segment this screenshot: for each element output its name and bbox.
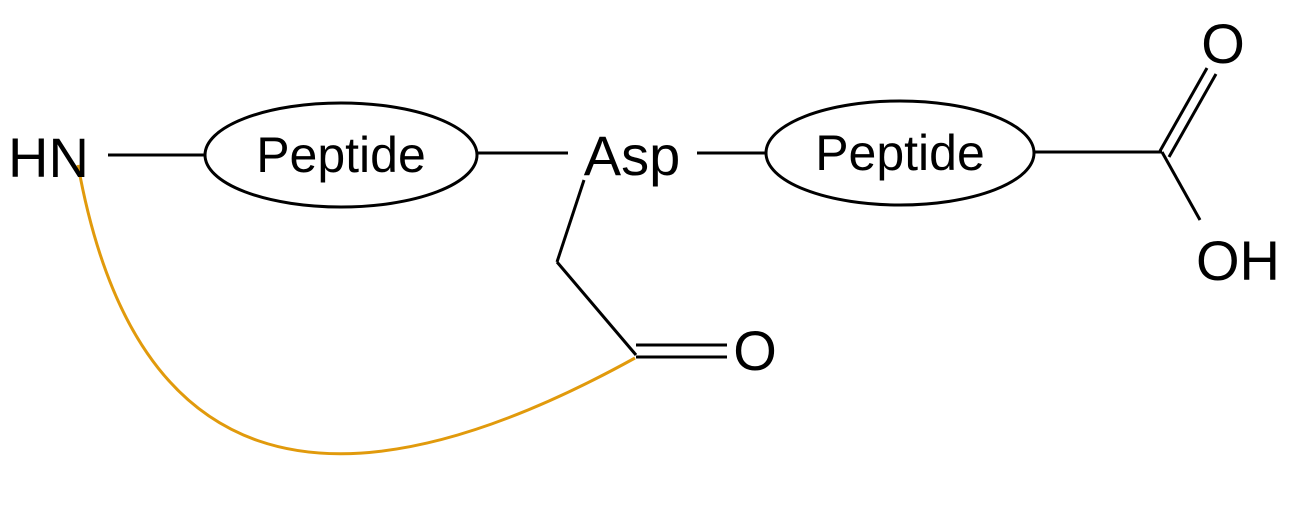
peptide-right-label: Peptide (815, 125, 985, 181)
asp-label: Asp (584, 124, 681, 187)
side-chain-bond-1 (555, 179, 586, 263)
peptide-left-label: Peptide (256, 127, 426, 183)
carboxyl-double-bond-a (1158, 67, 1209, 152)
cyclization-link (76, 164, 636, 456)
peptide-left-ellipse (203, 101, 479, 209)
carboxyl-single-bond (1160, 151, 1202, 221)
amine-label: HN (8, 126, 89, 189)
carbonyl-oxygen-label: O (733, 319, 777, 382)
hydroxyl-label: OH (1196, 229, 1280, 292)
carboxyl-double-bond-b (1167, 73, 1218, 158)
carboxyl-oxygen-label: O (1201, 12, 1245, 75)
side-chain-bond-2 (555, 261, 638, 356)
